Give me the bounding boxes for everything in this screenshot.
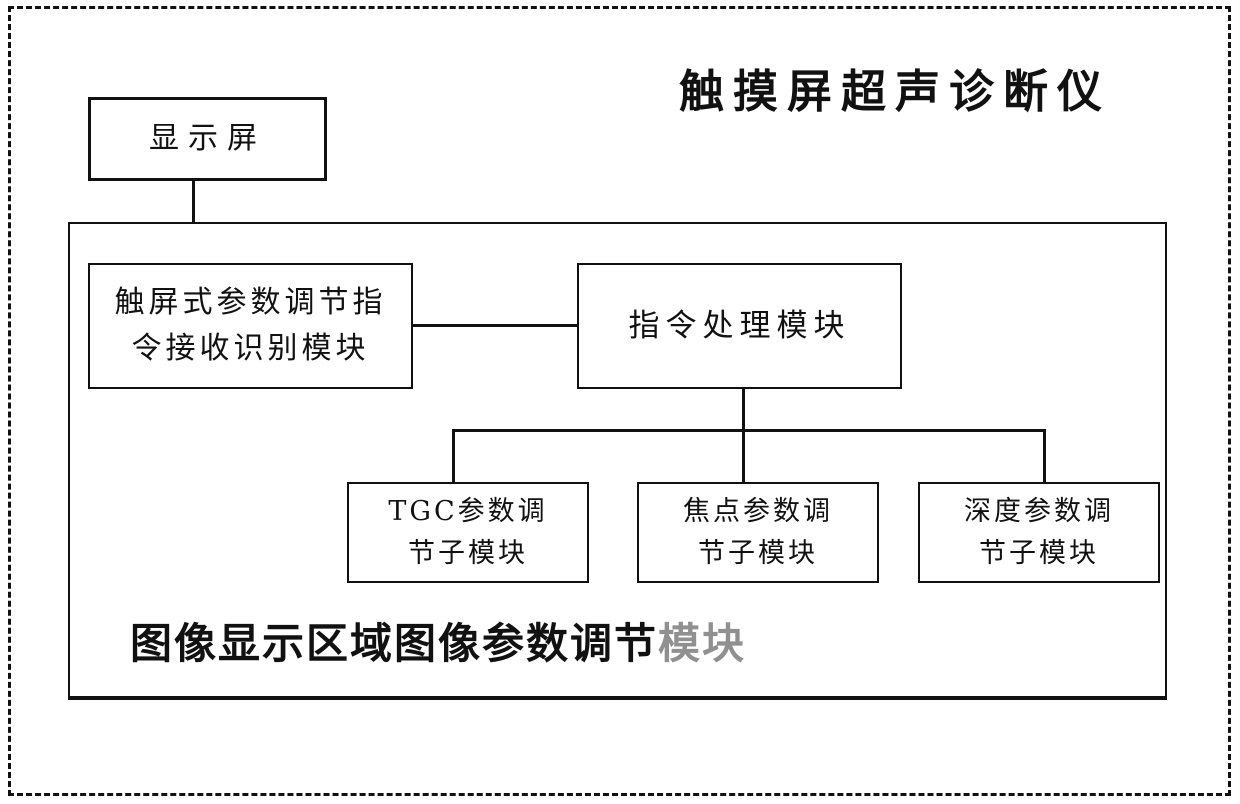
connector-drop-depth <box>1043 429 1046 482</box>
node-touch-command-line2: 令接收识别模块 <box>131 331 370 366</box>
node-tgc-line2: 节子模块 <box>408 537 528 569</box>
connector-instruction-down <box>742 389 745 430</box>
node-focus-line2: 节子模块 <box>698 537 818 569</box>
node-depth-line1: 深度参数调 <box>964 495 1114 527</box>
connector-display-to-container <box>192 181 195 222</box>
node-instruction-processing-module: 指令处理模块 <box>577 263 902 389</box>
node-display-screen-label: 显示屏 <box>149 120 266 156</box>
node-tgc-line1: TGC参数调 <box>388 495 548 527</box>
outer-dashed-border <box>8 6 1231 796</box>
connector-drop-tgc <box>452 429 455 482</box>
node-depth-line2: 节子模块 <box>979 537 1099 569</box>
connector-touch-to-instruction <box>413 324 577 327</box>
node-depth-submodule: 深度参数调 节子模块 <box>918 482 1160 583</box>
node-focus-submodule: 焦点参数调 节子模块 <box>637 482 879 583</box>
diagram-title: 触摸屏超声诊断仪 <box>678 65 1111 118</box>
node-tgc-submodule: TGC参数调 节子模块 <box>347 482 589 583</box>
container-label-faded: 模块 <box>658 619 747 668</box>
node-touch-command-module: 触屏式参数调节指 令接收识别模块 <box>88 263 413 389</box>
node-touch-command-line1: 触屏式参数调节指 <box>114 284 387 320</box>
node-display-screen: 显示屏 <box>88 97 327 181</box>
connector-drop-focus <box>742 429 745 482</box>
container-label: 图像显示区域图像参数调节模块 <box>130 610 746 671</box>
container-label-main: 图像显示区域图像参数调节 <box>130 619 659 668</box>
node-instruction-processing-label: 指令处理模块 <box>628 307 851 344</box>
node-focus-line1: 焦点参数调 <box>683 495 833 527</box>
connector-distribution-bus <box>452 429 1046 432</box>
